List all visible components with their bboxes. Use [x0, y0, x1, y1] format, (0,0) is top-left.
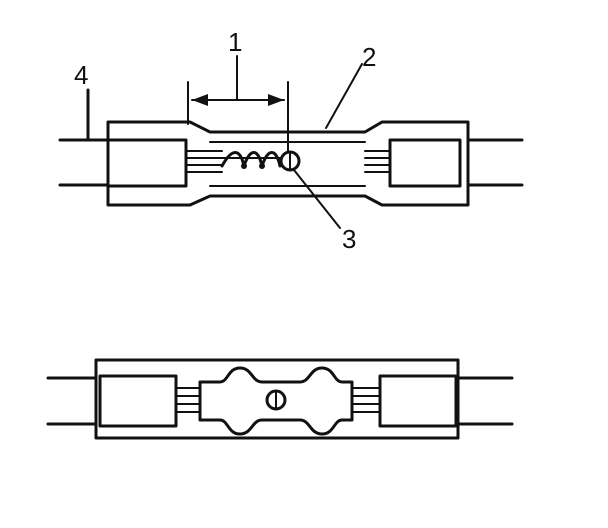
inspection-hole-crimped [265, 389, 287, 411]
wire-left-crimped [46, 376, 98, 426]
splice-before-crimp: 1 2 3 4 [58, 27, 524, 254]
callout-2: 2 [362, 42, 376, 72]
wire-left [58, 138, 110, 187]
insulation-left [106, 138, 188, 188]
callout-4: 4 [74, 60, 88, 90]
callout-3: 3 [342, 224, 356, 254]
leader-sleeve [325, 63, 363, 129]
inspection-hole [279, 150, 301, 172]
wire-strands-right-crimped [351, 387, 381, 413]
wire-right-crimped [456, 376, 514, 426]
leader-inspection-hole [293, 169, 341, 229]
wire-strands-left [185, 150, 223, 173]
dimension-strip-length [187, 55, 289, 153]
wire-strands-left-crimped [175, 387, 201, 413]
splice-after-crimp [46, 358, 514, 440]
wire-right [466, 138, 524, 187]
insulation-left-crimped [98, 374, 178, 428]
wire-strands-right [364, 150, 391, 173]
twisted-strands [220, 151, 282, 169]
insulation-right [388, 138, 462, 188]
callout-1: 1 [228, 27, 242, 57]
insulation-right-crimped [378, 374, 458, 428]
